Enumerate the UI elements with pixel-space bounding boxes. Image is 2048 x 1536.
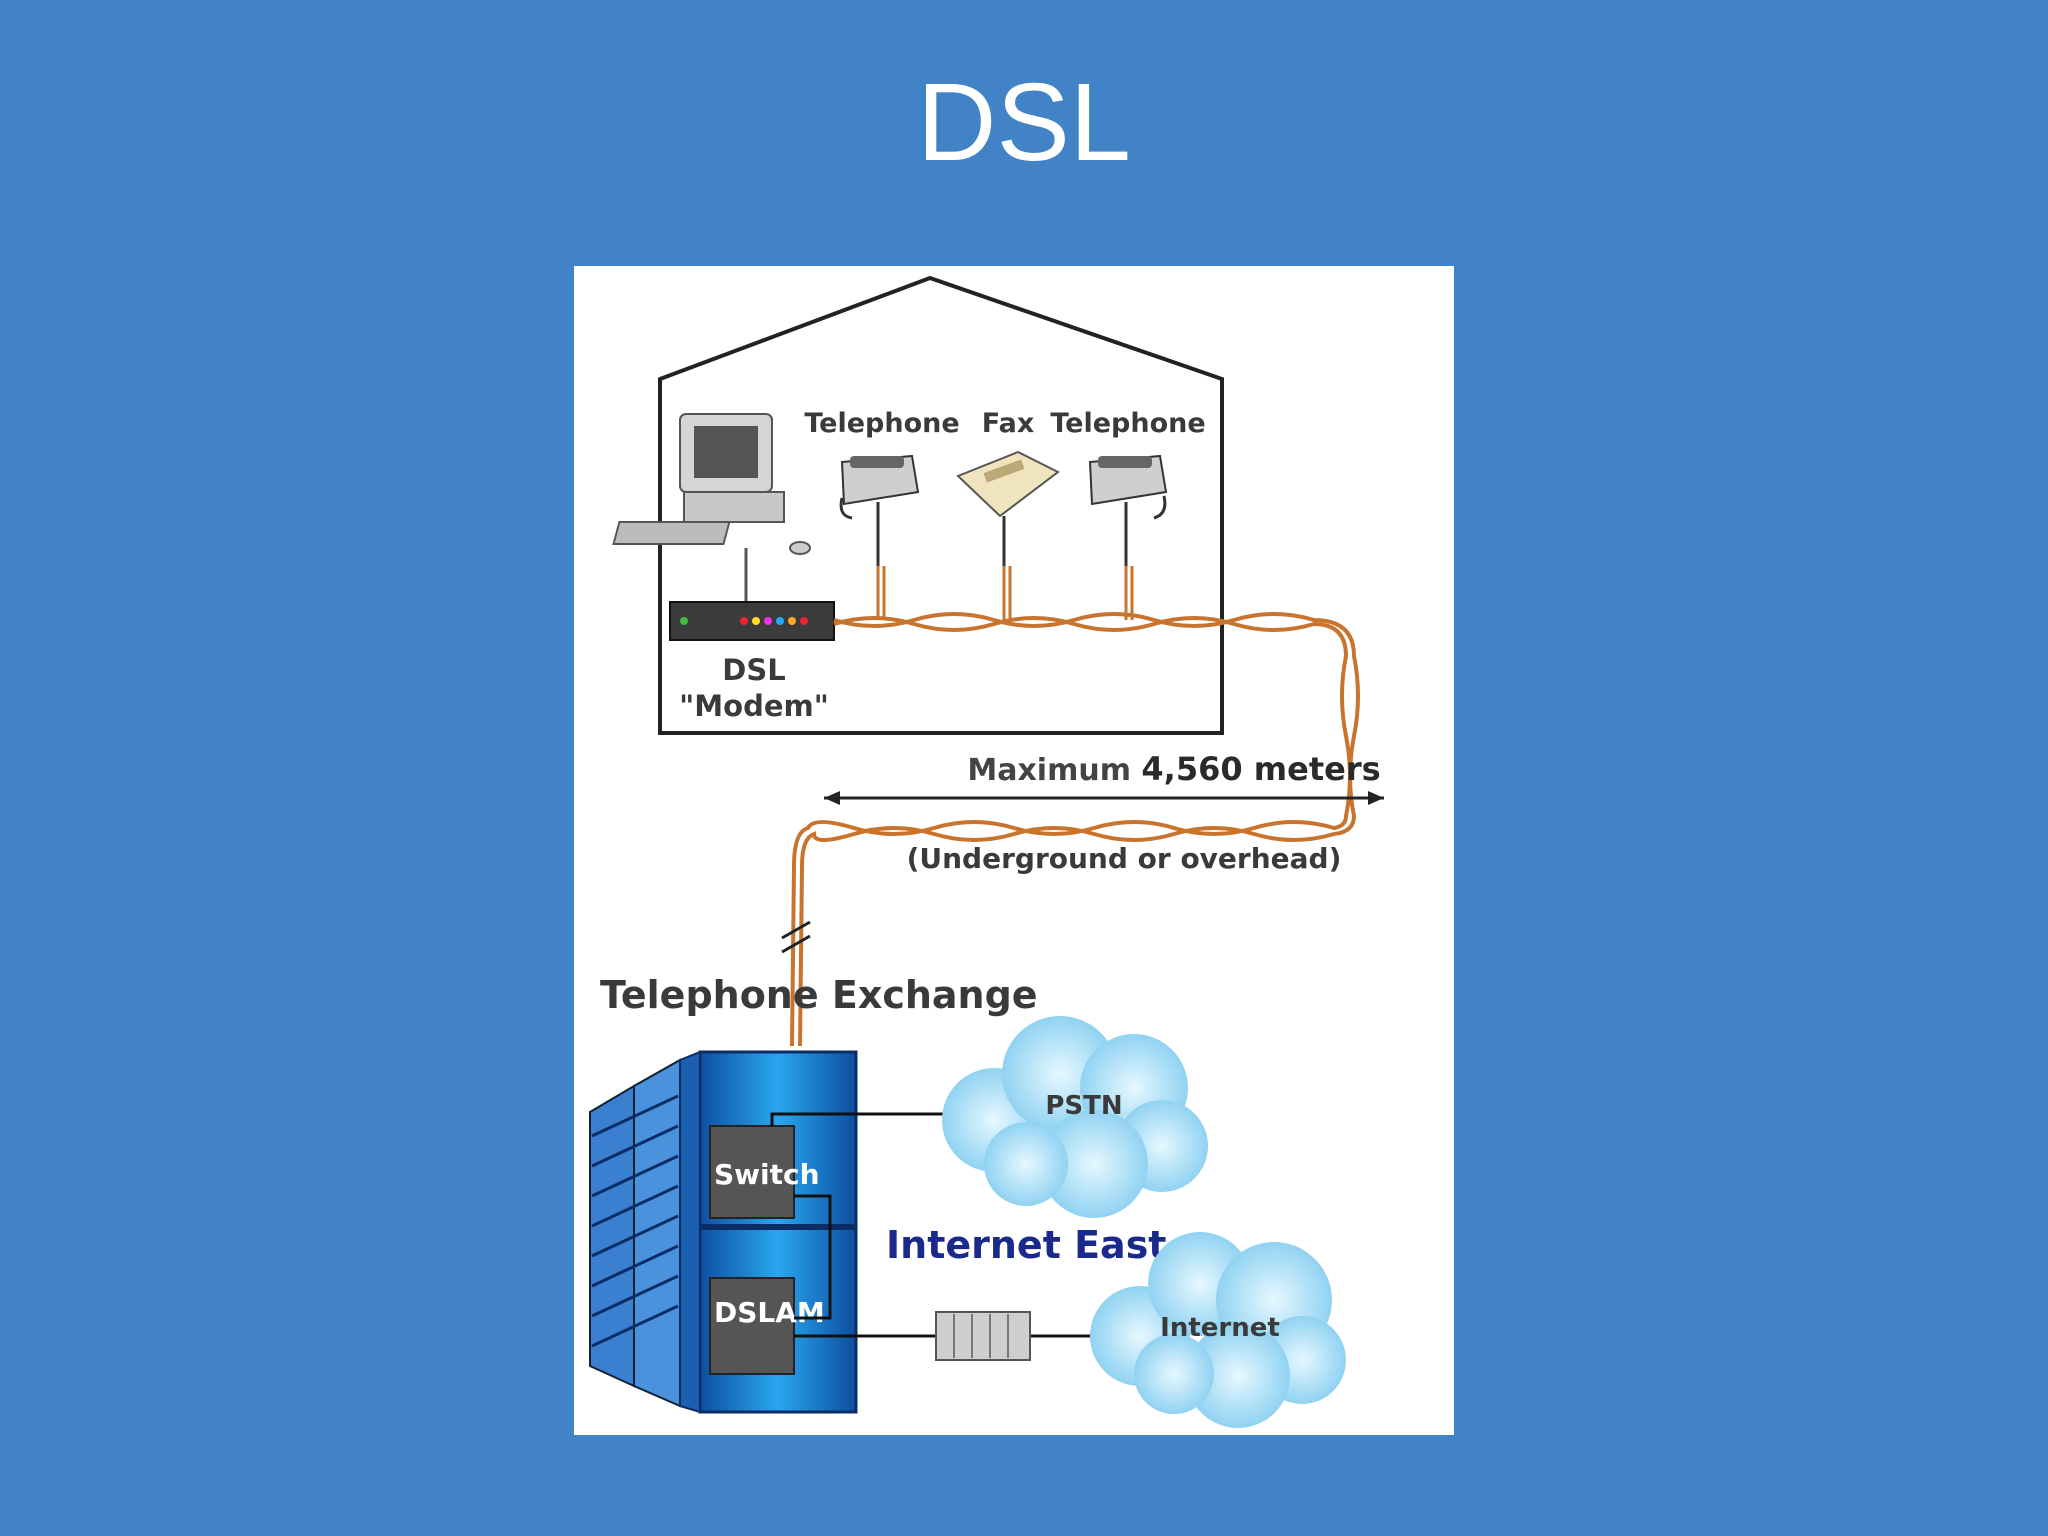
internet-heading: Internet East xyxy=(886,1223,1166,1267)
telephone-icon xyxy=(1088,454,1168,566)
dslam-box xyxy=(709,1277,795,1375)
modem-label-line2: "Modem" xyxy=(679,689,829,723)
connection-lines xyxy=(770,1112,1094,1338)
pstn-cloud xyxy=(942,1016,1208,1218)
device-label-telephone-1: Telephone xyxy=(804,408,959,439)
internet-cloud xyxy=(1090,1232,1346,1428)
dslam-label: DSLAM xyxy=(714,1296,825,1329)
distance-arrow xyxy=(824,791,1384,805)
device-label-telephone-2: Telephone xyxy=(1050,408,1205,439)
pstn-label: PSTN xyxy=(1045,1091,1122,1121)
router-icon xyxy=(935,1311,1031,1361)
exchange-title: Telephone Exchange xyxy=(600,973,1038,1017)
internet-label: Internet xyxy=(1160,1313,1280,1343)
line-break-mark xyxy=(781,934,811,954)
slide-title: DSL xyxy=(917,61,1131,184)
telephone-icon xyxy=(839,454,920,566)
distance-label: Maximum 4,560 meters xyxy=(967,750,1380,788)
phone-drop-wires xyxy=(876,566,1134,620)
fax-icon xyxy=(956,450,1060,566)
house-outline xyxy=(658,275,1224,735)
diagram-panel: DSL "Modem" Telephone Fax Telephone xyxy=(574,266,1454,1435)
dsl-modem-icon xyxy=(669,601,835,641)
device-label-fax: Fax xyxy=(982,408,1035,439)
dsl-diagram: DSL "Modem" Telephone Fax Telephone xyxy=(589,275,1384,1428)
line-note: (Underground or overhead) xyxy=(907,842,1342,875)
modem-label-line1: DSL xyxy=(722,653,785,687)
switch-box xyxy=(709,1125,795,1219)
computer-icon xyxy=(612,413,811,602)
switch-label: Switch xyxy=(714,1158,820,1191)
twisted-pair-line xyxy=(790,612,1360,1047)
line-break-mark xyxy=(781,920,811,940)
